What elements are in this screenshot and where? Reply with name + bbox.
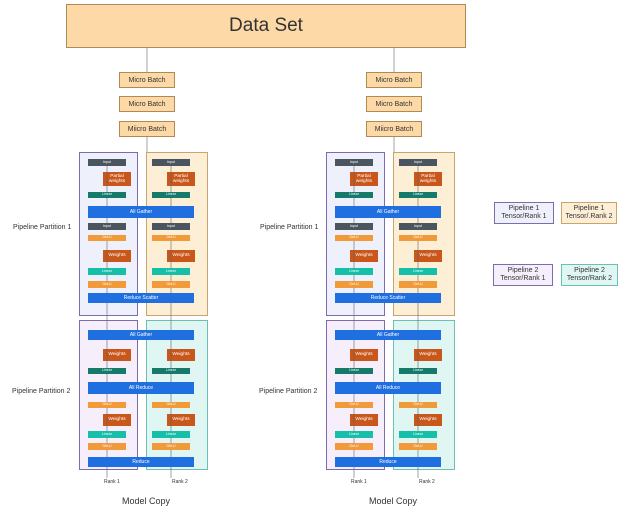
- micro-batch: Micro Batch: [119, 72, 175, 88]
- rank2-label: Rank 2: [419, 479, 435, 485]
- all-gather-bar-2: All Gather: [88, 330, 194, 340]
- activation-block: GeLU: [335, 281, 373, 288]
- linear-block: Linear: [335, 268, 373, 275]
- pipeline-partition1-label: Pipeline Partition 1: [260, 224, 319, 231]
- all-reduce-bar: All Reduce: [335, 382, 441, 394]
- activation-block: GeLU: [335, 443, 373, 450]
- input-block: Input: [88, 159, 126, 166]
- linear-block: Linear: [399, 368, 437, 374]
- activation-block: GeLU: [335, 235, 373, 241]
- micro-batch: Miicro Batch: [119, 121, 175, 137]
- weights-block: Weights: [414, 250, 442, 262]
- partial-weights-block: Partial weights: [350, 172, 378, 186]
- pipeline-partition2-label: Pipeline Partition 2: [12, 388, 71, 395]
- linear-block: Linear: [88, 192, 126, 198]
- weights-block: Weights: [167, 349, 195, 361]
- linear-block: Linear: [399, 192, 437, 198]
- micro-batch: Micro Batch: [366, 72, 422, 88]
- dataset-label: Data Set: [229, 15, 303, 36]
- linear-block: Linear: [152, 192, 190, 198]
- reduce-bar: Reduce: [335, 457, 441, 467]
- activation-block: GeLU: [152, 281, 190, 288]
- micro-batch: Micro Batch: [366, 96, 422, 112]
- reduce-scatter-bar: Reduce Scatter: [88, 293, 194, 303]
- linear-block: Linear: [88, 431, 126, 438]
- weights-block: Weights: [103, 414, 131, 426]
- activation-block: GeLU: [399, 235, 437, 241]
- activation-block: GeLU: [399, 443, 437, 450]
- input-block: Input: [335, 223, 373, 230]
- legend-p1-r1: Pipeline 1 Tensor/Rank 1: [494, 202, 554, 224]
- weights-block: Weights: [167, 414, 195, 426]
- activation-block: GeLU: [399, 281, 437, 288]
- input-block: Input: [152, 159, 190, 166]
- input-block: Input: [399, 159, 437, 166]
- linear-block: Linear: [335, 192, 373, 198]
- partial-weights-block: Partial weights: [414, 172, 442, 186]
- all-gather-bar: All Gather: [335, 206, 441, 218]
- linear-block: Linear: [88, 368, 126, 374]
- linear-block: Linear: [399, 431, 437, 438]
- weights-block: Weights: [167, 250, 195, 262]
- activation-block: GeLU: [88, 281, 126, 288]
- reduce-scatter-bar: Reduce Scatter: [335, 293, 441, 303]
- rank1-label: Rank 1: [104, 479, 120, 485]
- linear-block: Linear: [335, 368, 373, 374]
- partial-weights-block: Partial weights: [167, 172, 195, 186]
- linear-block: Linear: [152, 368, 190, 374]
- pipeline-partition1-label: Pipeline Partition 1: [13, 224, 72, 231]
- activation-block: GeLU: [88, 235, 126, 241]
- legend-p2-r1: Pipeline 2 Tensor/Rank 1: [493, 264, 553, 286]
- legend-p1-r2: Pipeline 1 Tensor/.Rank 2: [561, 202, 617, 224]
- linear-block: Linear: [152, 431, 190, 438]
- activation-block: GeLU: [88, 443, 126, 450]
- model-copy-label: Model Copy: [369, 496, 418, 506]
- micro-batch: Micro Batch: [119, 96, 175, 112]
- weights-block: Weights: [103, 250, 131, 262]
- linear-block: Linear: [399, 268, 437, 275]
- weights-block: Weights: [350, 414, 378, 426]
- activation-block: GeLU: [335, 402, 373, 408]
- weights-block: Weights: [414, 349, 442, 361]
- partial-weights-block: Partial weights: [103, 172, 131, 186]
- input-block: Input: [335, 159, 373, 166]
- weights-block: Weights: [103, 349, 131, 361]
- pipeline-partition2-label: Pipeline Partition 2: [259, 388, 318, 395]
- input-block: Input: [88, 223, 126, 230]
- linear-block: Linear: [88, 268, 126, 275]
- activation-block: GeLU: [152, 235, 190, 241]
- dataset-box: Data Set: [66, 4, 466, 48]
- linear-block: Linear: [335, 431, 373, 438]
- input-block: Input: [152, 223, 190, 230]
- activation-block: GeLU: [399, 402, 437, 408]
- reduce-bar: Reduce: [88, 457, 194, 467]
- micro-batch: Miicro Batch: [366, 121, 422, 137]
- weights-block: Weights: [414, 414, 442, 426]
- input-block: Input: [399, 223, 437, 230]
- activation-block: GeLU: [152, 402, 190, 408]
- weights-block: Weights: [350, 250, 378, 262]
- rank1-label: Rank 1: [351, 479, 367, 485]
- weights-block: Weights: [350, 349, 378, 361]
- model-copy-label: Model Copy: [122, 496, 171, 506]
- all-gather-bar-2: All Gather: [335, 330, 441, 340]
- linear-block: Linear: [152, 268, 190, 275]
- activation-block: GeLU: [152, 443, 190, 450]
- all-gather-bar: All Gather: [88, 206, 194, 218]
- rank2-label: Rank 2: [172, 479, 188, 485]
- activation-block: GeLU: [88, 402, 126, 408]
- all-reduce-bar: All Reduce: [88, 382, 194, 394]
- legend-p2-r2: Pipeline 2 Tensor/Rank 2: [561, 264, 618, 286]
